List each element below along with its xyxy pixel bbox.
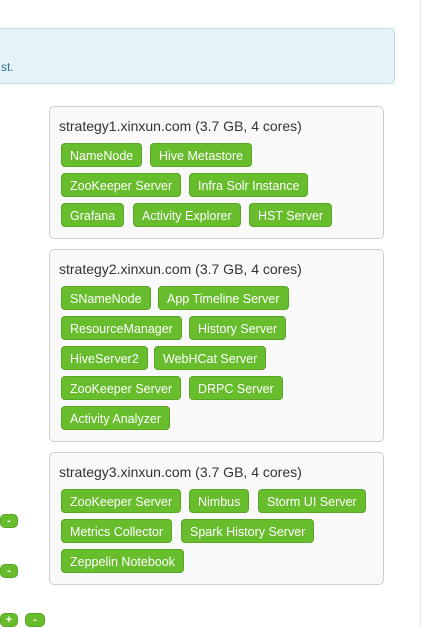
host-card-strategy2: strategy2.xinxun.com (3.7 GB, 4 cores) S… xyxy=(49,249,384,442)
component-label-storm-ui-server: Storm UI Server xyxy=(258,489,366,513)
component-label-activity-explorer: Activity Explorer xyxy=(133,203,241,227)
component-label-hst-server: HST Server xyxy=(249,203,333,227)
component-label-hive-metastore: Hive Metastore xyxy=(150,143,253,167)
component-label-zeppelin-notebook: Zeppelin Notebook xyxy=(61,549,184,573)
remove-component-button[interactable]: - xyxy=(25,613,45,627)
component-label-history-server: History Server xyxy=(189,316,287,340)
info-alert-text: st. xyxy=(1,60,14,74)
component-label-snamenode: SNameNode xyxy=(61,286,151,310)
component-label-spark-history-server: Spark History Server xyxy=(181,519,315,543)
host-title: strategy1.xinxun.com (3.7 GB, 4 cores) xyxy=(59,118,302,134)
host-card-strategy3: strategy3.xinxun.com (3.7 GB, 4 cores) Z… xyxy=(49,452,384,585)
component-label-zookeeper-server: ZooKeeper Server xyxy=(61,173,182,197)
component-label-activity-analyzer: Activity Analyzer xyxy=(61,406,171,430)
component-label-zookeeper-server: ZooKeeper Server xyxy=(61,489,182,513)
host-title: strategy3.xinxun.com (3.7 GB, 4 cores) xyxy=(59,464,302,480)
add-component-button[interactable]: + xyxy=(0,613,18,627)
info-alert: st. xyxy=(0,28,395,84)
component-label-zookeeper-server: ZooKeeper Server xyxy=(61,376,182,400)
component-label-grafana: Grafana xyxy=(61,203,125,227)
remove-component-button[interactable]: - xyxy=(0,514,18,528)
component-label-app-timeline-server: App Timeline Server xyxy=(158,286,289,310)
component-label-metrics-collector: Metrics Collector xyxy=(61,519,173,543)
component-label-namenode: NameNode xyxy=(61,143,143,167)
component-label-webhcat-server: WebHCat Server xyxy=(154,346,267,370)
component-label-drpc-server: DRPC Server xyxy=(189,376,283,400)
component-label-nimbus: Nimbus xyxy=(189,489,250,513)
component-label-resourcemanager: ResourceManager xyxy=(61,316,182,340)
host-card-strategy1: strategy1.xinxun.com (3.7 GB, 4 cores) N… xyxy=(49,106,384,239)
host-title: strategy2.xinxun.com (3.7 GB, 4 cores) xyxy=(59,261,302,277)
component-label-infra-solr-instance: Infra Solr Instance xyxy=(189,173,309,197)
component-label-hiveserver2: HiveServer2 xyxy=(61,346,148,370)
panel-right-border xyxy=(420,0,421,627)
remove-component-button[interactable]: - xyxy=(0,564,18,578)
